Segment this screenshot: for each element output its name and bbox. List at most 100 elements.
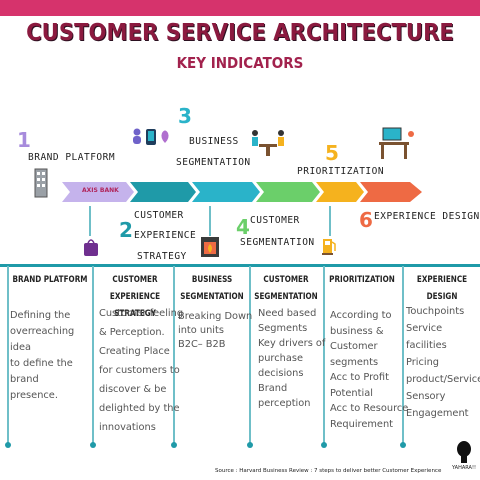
step-number-2: 2 — [119, 218, 133, 242]
page-title: CUSTOMER SERVICE ARCHITECTURE — [26, 20, 454, 46]
arrow-segment-6 — [360, 182, 422, 202]
timeline-dot — [247, 442, 253, 448]
body-line: Brand — [258, 383, 288, 394]
column-heading: BUSINESS SEGMENTATION — [176, 272, 247, 306]
body-line: brand — [10, 374, 39, 385]
column-divider — [7, 266, 9, 446]
body-line: discover & be — [99, 384, 167, 395]
column-divider — [323, 266, 325, 446]
column-heading-text: CUSTOMER — [263, 275, 309, 285]
column-body-customer-segmentation: Need based Segments Key drivers of purch… — [258, 306, 325, 411]
top-accent-bar — [0, 0, 480, 16]
timeline-dot — [90, 442, 96, 448]
body-line: Pricing — [406, 357, 440, 368]
column-body-experience-design: Touchpoints Service facilities Pricing p… — [406, 303, 480, 422]
body-line: innovations — [99, 422, 156, 433]
body-line: Creating Place — [99, 346, 170, 357]
body-line: Defining the — [10, 310, 71, 321]
axis-bank-label: AXIS BANK — [82, 187, 119, 194]
body-line: delighted by the — [99, 403, 180, 414]
column-heading-text: CUSTOMER EXPERIENCE — [109, 275, 161, 302]
timeline-line — [0, 264, 480, 267]
body-line: Customer feeling — [99, 308, 184, 319]
body-line: Customer — [330, 341, 378, 352]
body-line: idea — [10, 342, 31, 353]
body-line: Segments — [258, 323, 308, 334]
step-label-cx-1: CUSTOMER — [134, 210, 184, 221]
body-line: facilities — [406, 340, 447, 351]
body-line: presence. — [10, 390, 58, 401]
source-citation: Source : Harvard Business Review : 7 ste… — [215, 468, 442, 474]
column-heading-text: EXPERIENCE DESIGN — [416, 275, 468, 302]
column-heading-text: BUSINESS — [191, 275, 233, 285]
column-heading: CUSTOMER SEGMENTATION — [250, 272, 321, 306]
step-number-4: 4 — [236, 215, 250, 239]
body-line: Breaking Down — [178, 311, 253, 322]
body-line: Need based — [258, 308, 317, 319]
column-heading-text: STRATEGY — [114, 309, 156, 319]
body-line: B2C– B2B — [178, 339, 226, 350]
step-label-cx-2: EXPERIENCE — [134, 230, 197, 241]
body-line: business & — [330, 325, 384, 337]
arrow-segment-4 — [256, 182, 320, 202]
step-label-brand-platform: BRAND PLATFORM — [28, 152, 116, 163]
body-line: perception — [258, 398, 311, 409]
office-desk-icon — [379, 127, 414, 159]
step-label-business-2: SEGMENTATION — [176, 157, 251, 168]
fireplace-icon — [201, 237, 219, 257]
column-heading-text: PRIORITIZATION — [329, 275, 395, 285]
brand-logo-text: YAHARA!! — [452, 465, 476, 471]
timeline-dot — [5, 442, 11, 448]
page-subtitle: KEY INDICATORS — [176, 54, 304, 72]
body-line: to define the — [10, 358, 73, 369]
column-body-brand-platform: Defining the overreaching idea to define… — [10, 308, 74, 404]
arrow-segment-5 — [316, 182, 364, 202]
meeting-icon — [252, 130, 284, 156]
column-divider — [173, 266, 175, 446]
step-number-6: 6 — [359, 208, 373, 232]
body-line: segments — [330, 356, 379, 368]
body-line: Service — [406, 323, 443, 334]
step-label-cs-2: SEGMENTATION — [240, 237, 315, 248]
column-divider — [92, 266, 94, 446]
step-label-cx-3: STRATEGY — [137, 251, 187, 262]
body-line: into units — [178, 325, 224, 336]
column-heading: BRAND PLATFORM — [11, 272, 89, 289]
brand-logo-icon — [457, 441, 471, 463]
column-heading: PRIORITIZATION — [326, 272, 397, 289]
fuel-pump-icon — [322, 239, 336, 255]
connector-line — [89, 206, 91, 236]
column-body-cx-strategy: Customer feeling & Perception. Creating … — [99, 304, 183, 437]
body-line: product/Service — [406, 374, 480, 385]
step-label-experience-design: EXPERIENCE DESIGN — [374, 211, 480, 222]
column-body-business-segmentation: Breaking Down into units B2C– B2B — [178, 310, 252, 352]
body-line: Engagement — [406, 408, 469, 419]
connector-line — [329, 206, 331, 236]
timeline-dot — [400, 442, 406, 448]
body-line: for customers to — [99, 365, 180, 376]
column-body-prioritization: According to business & Customer segment… — [330, 308, 408, 432]
body-line: Requirement — [330, 418, 394, 430]
shopping-bag-icon — [84, 239, 98, 256]
body-line: & Perception. — [99, 327, 165, 338]
step-label-business-1: BUSINESS — [189, 136, 239, 147]
body-line: decisions — [258, 368, 304, 379]
customers-icon — [133, 128, 169, 145]
column-divider — [402, 266, 404, 446]
body-line: Acc to Profit — [330, 372, 389, 383]
column-heading: CUSTOMER EXPERIENCE STRATEGY — [97, 272, 174, 323]
timeline-dot — [171, 442, 177, 448]
body-line: overreaching — [10, 326, 75, 337]
step-number-1: 1 — [17, 128, 31, 152]
step-label-cs-1: CUSTOMER — [250, 215, 300, 226]
process-arrow — [62, 182, 422, 202]
arrow-segment-3 — [192, 182, 260, 202]
column-heading-text: SEGMENTATION — [254, 292, 318, 302]
column-heading: EXPERIENCE DESIGN — [406, 272, 477, 306]
body-line: Key drivers of — [258, 338, 326, 349]
column-heading-text: SEGMENTATION — [180, 292, 244, 302]
body-line: Sensory — [406, 391, 446, 402]
body-line: Potential — [330, 387, 373, 399]
connector-line — [209, 206, 211, 236]
arrow-segment-1 — [62, 182, 134, 202]
